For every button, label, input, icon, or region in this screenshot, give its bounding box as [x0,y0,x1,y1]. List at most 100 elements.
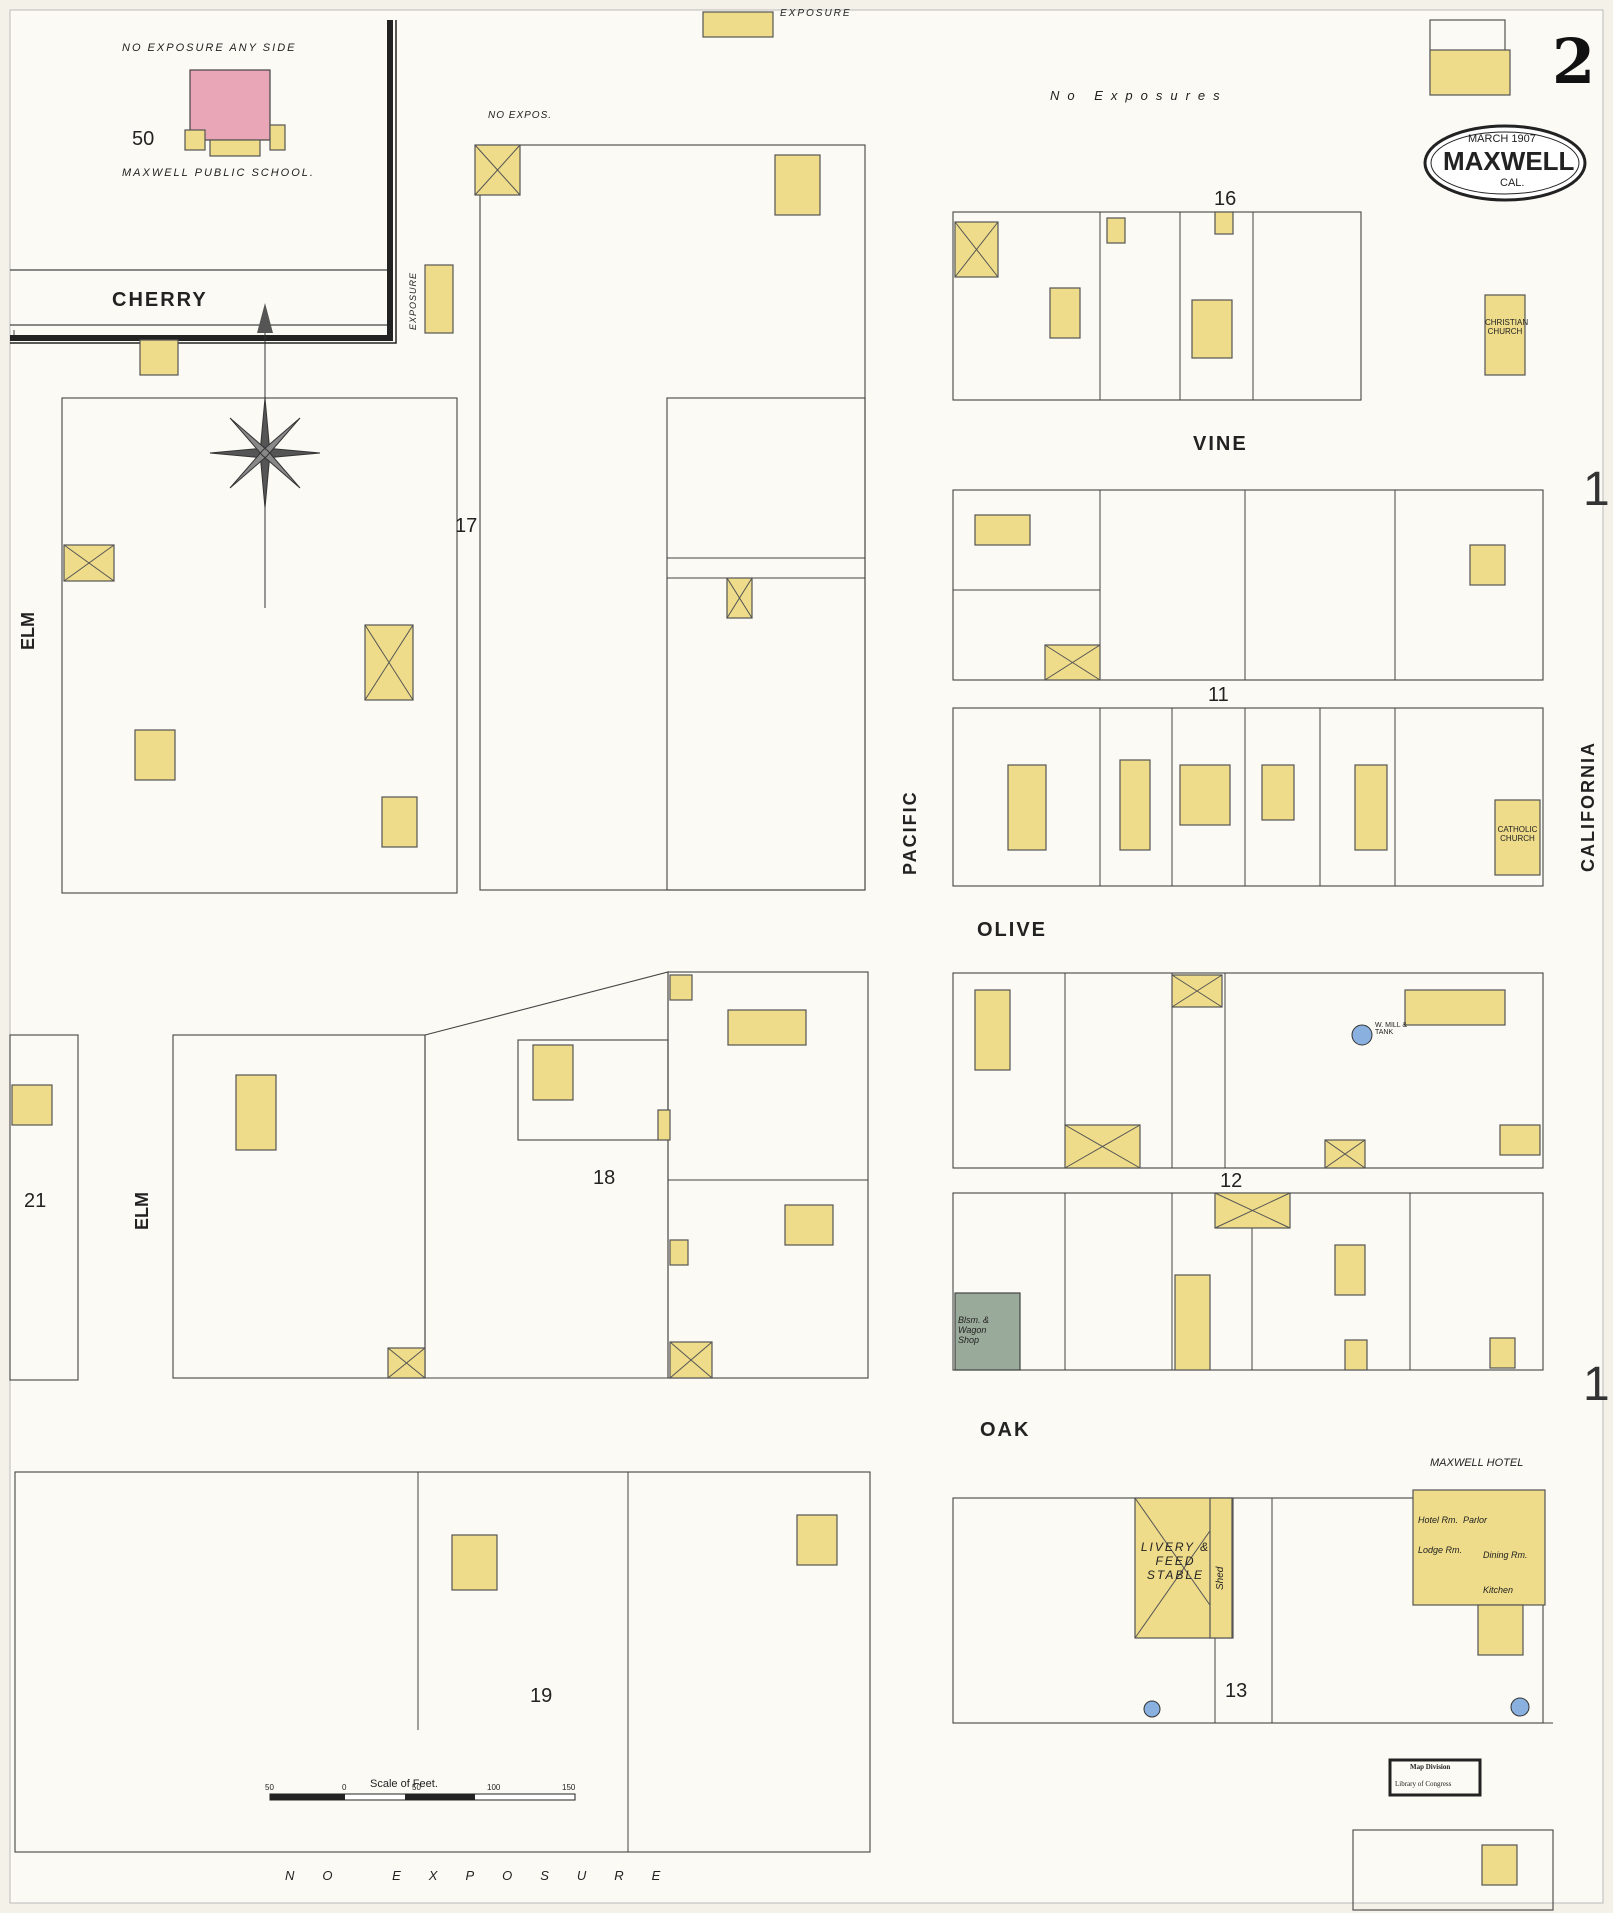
street-label-elm: ELM [132,1192,152,1230]
street-label-california: CALIFORNIA [1578,741,1598,872]
title-town: MAXWELL [1443,146,1575,176]
dwelling [1007,764,1047,851]
block-number: 19 [530,1685,553,1707]
dwelling [1191,299,1233,359]
block-number: 13 [1225,1680,1248,1702]
label-kitchen: Kitchen [1483,1585,1514,1595]
dwelling [139,339,179,376]
block-lot-outline [61,397,458,894]
dwelling [381,796,418,848]
outbuilding [424,264,454,334]
dwelling [1179,764,1231,826]
street-label-vine: VINE [1193,433,1248,455]
note-exposure-side: EXPOSURE [408,271,418,330]
dwelling [1499,1124,1541,1156]
scale-tick: 50 [412,1783,421,1792]
library-stamp [1388,1758,1482,1797]
christian-church [1484,294,1526,376]
note-exposure-top: EXPOSURE [780,8,852,19]
scale-tick: 0 [342,1783,347,1792]
public-school-building [189,69,271,141]
label-shed: Shed [1215,1566,1226,1590]
street-label-pacific: PACIFIC [900,790,920,875]
dwelling [702,11,774,38]
block-number: 12 [1220,1170,1243,1192]
wind-mill-tank-icon [1143,1700,1161,1718]
label-livery: LIVERY & FEED STABLE [1140,1540,1211,1582]
wind-mill-tank-icon [1510,1697,1530,1717]
street-label-cherry: CHERRY [112,289,208,311]
note-no-exposures: No Exposures [1050,88,1228,103]
dwelling [1404,989,1506,1026]
dwelling [796,1514,838,1566]
dwelling [974,989,1011,1071]
scale-tick: 100 [487,1783,501,1792]
label-parlor: Parlor [1463,1515,1488,1525]
sheet-number: 2 [1552,25,1596,98]
sheet-key-mark: 1 [1583,1358,1610,1411]
title-state: CAL. [1500,177,1525,189]
dwelling [134,729,176,781]
compass-rose-icon [209,303,321,608]
dwelling [11,1084,53,1126]
block-16-outline [952,211,1362,401]
dwelling [1049,287,1081,339]
sheet-boundary-line [10,20,393,341]
block-number: 18 [593,1167,616,1189]
dwelling [727,1009,807,1046]
block-18-east [667,971,869,1379]
blacksmith-shop [954,1292,1021,1371]
dwelling [1354,764,1388,851]
stamp-map-division: Map Division [1410,1763,1451,1771]
maxwell-hotel [1412,1489,1546,1606]
title-date: MARCH 1907 [1468,133,1536,145]
block-11-south [952,707,1544,887]
block-11-north [952,489,1544,681]
block-number: 16 [1214,188,1237,210]
dwelling [784,1204,834,1246]
scale-tick: 50 [265,1783,274,1792]
title-cartouche [1423,124,1587,202]
scale-tick: 150 [562,1783,576,1792]
block-12-north [952,972,1544,1169]
label-christian-church: CHRISTIAN CHURCH [1485,318,1529,336]
street-label-olive: OLIVE [977,919,1048,941]
dwelling [1334,1244,1366,1296]
dwelling [1429,49,1511,96]
label-hotel-room: Hotel Rm. [1418,1515,1459,1525]
block-21-outline [9,1034,79,1381]
label-maxwell-hotel: MAXWELL HOTEL [1430,1457,1524,1469]
block-number: 11 [1208,684,1229,706]
wind-mill-tank-icon [1351,1024,1373,1046]
note-no-exposure-any-side: NO EXPOSURE ANY SIDE [122,42,297,54]
label-catholic-church: CATHOLIC CHURCH [1497,825,1538,843]
dwelling [974,514,1031,546]
block-number: 17 [455,515,478,537]
dwelling [774,154,821,216]
stamp-library: Library of Congress [1395,1780,1452,1788]
note-no-exposure-bottom: NO EXPOSURE [285,1868,689,1883]
block-19-outline [14,1471,871,1853]
catholic-church [1494,799,1541,876]
block-number: 50 [132,128,155,150]
label-blacksmith: Blsm. & Wagon Shop [958,1315,990,1345]
block-50-area [10,20,397,344]
dwelling [1174,1274,1211,1371]
label-wind-mill: W. MILL & TANK [1375,1022,1408,1036]
note-school: MAXWELL PUBLIC SCHOOL. [122,167,315,179]
dwelling [451,1534,498,1591]
dwelling [532,1044,574,1101]
note-no-expos: NO EXPOS. [488,110,553,121]
shed [1209,1497,1233,1639]
dwelling [1469,544,1506,586]
scale-label: Scale of Feet. [370,1778,438,1790]
sheet-key-mark: 1 [1583,463,1610,516]
dwelling [235,1074,277,1151]
street-label-oak: OAK [980,1419,1031,1441]
label-lodge-room: Lodge Rm. [1418,1545,1463,1555]
street-label-elm: ELM [18,612,38,650]
dwelling [1481,1844,1518,1886]
block-number: 21 [24,1190,47,1212]
label-dining-room: Dining Rm. [1483,1550,1528,1560]
